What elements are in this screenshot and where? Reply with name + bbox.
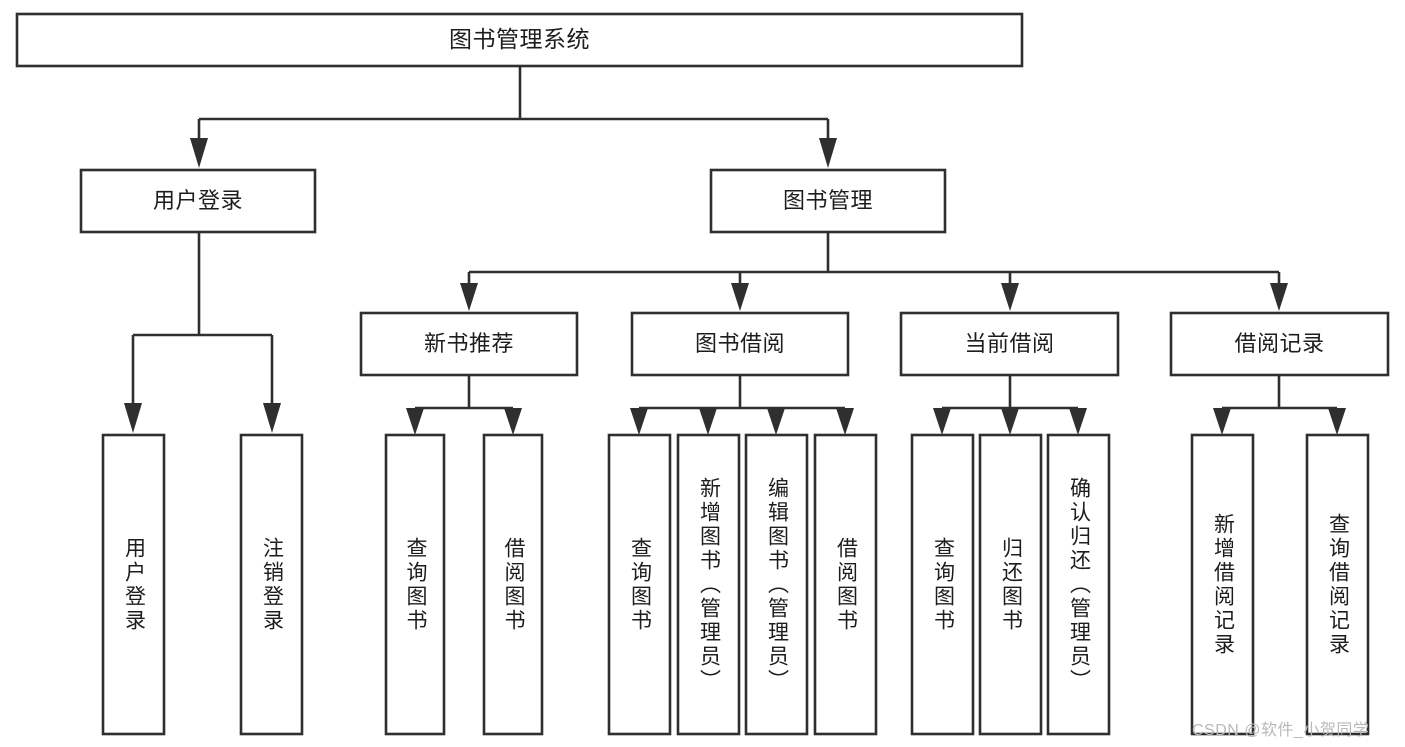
node-box-leaf-user-login[interactable] xyxy=(101,433,166,736)
node-box-book-borrow[interactable] xyxy=(630,311,850,377)
arrow-head-leaf-current-query xyxy=(933,408,951,435)
node-box-leaf-borrow-edit[interactable] xyxy=(744,433,809,736)
arrow-head-leaf-logout xyxy=(263,403,281,433)
node-box-leaf-borrow-query[interactable] xyxy=(607,433,672,736)
arrow-head-leaf-record-query xyxy=(1328,408,1346,435)
arrow-head-book-manage xyxy=(819,138,837,168)
connector-group-book-manage xyxy=(460,232,1288,311)
node-box-leaf-record-query[interactable] xyxy=(1305,433,1370,736)
node-box-borrow-record[interactable] xyxy=(1169,311,1390,377)
arrow-head-leaf-rec-query xyxy=(406,408,424,435)
connector-group-book-borrow xyxy=(630,375,854,435)
node-box-leaf-rec-borrow[interactable] xyxy=(482,433,544,736)
node-box-leaf-record-add[interactable] xyxy=(1190,433,1255,736)
arrow-head-leaf-record-add xyxy=(1213,408,1231,435)
node-box-current-borrow[interactable] xyxy=(899,311,1120,377)
connector-group-user-login xyxy=(124,232,281,433)
node-box-new-book-rec[interactable] xyxy=(359,311,579,377)
connector-group-new-book-rec xyxy=(406,375,522,435)
node-box-root-title[interactable] xyxy=(15,12,1024,68)
arrow-head-new-book-rec xyxy=(460,283,478,311)
connector-group-root xyxy=(190,66,837,168)
arrow-head-leaf-borrow-borrow xyxy=(836,408,854,435)
watermark-text: CSDN @软件_小贺同学 xyxy=(1192,722,1370,739)
node-box-leaf-current-query[interactable] xyxy=(910,433,975,736)
arrow-head-leaf-borrow-add xyxy=(699,408,717,435)
node-box-leaf-logout[interactable] xyxy=(239,433,304,736)
arrow-head-borrow-record xyxy=(1270,283,1288,311)
node-box-user-login[interactable] xyxy=(79,168,317,234)
node-box-leaf-borrow-borrow[interactable] xyxy=(813,433,878,736)
arrow-head-leaf-user-login xyxy=(124,403,142,433)
node-box-leaf-rec-query[interactable] xyxy=(384,433,446,736)
node-box-leaf-borrow-add[interactable] xyxy=(676,433,741,736)
arrow-head-leaf-current-confirm xyxy=(1069,408,1087,435)
node-box-leaf-current-return[interactable] xyxy=(978,433,1043,736)
node-box-leaf-current-confirm[interactable] xyxy=(1046,433,1111,736)
node-box-book-manage[interactable] xyxy=(709,168,947,234)
connector-group-borrow-record xyxy=(1213,375,1346,435)
arrow-head-current-borrow xyxy=(1001,283,1019,311)
arrow-head-user-login xyxy=(190,138,208,168)
arrow-head-leaf-current-return xyxy=(1001,408,1019,435)
arrow-head-leaf-borrow-query xyxy=(630,408,648,435)
arrow-head-book-borrow xyxy=(731,283,749,311)
arrow-head-leaf-borrow-edit xyxy=(767,408,785,435)
connector-group-current-borrow xyxy=(933,375,1087,435)
arrow-head-leaf-rec-borrow xyxy=(504,408,522,435)
